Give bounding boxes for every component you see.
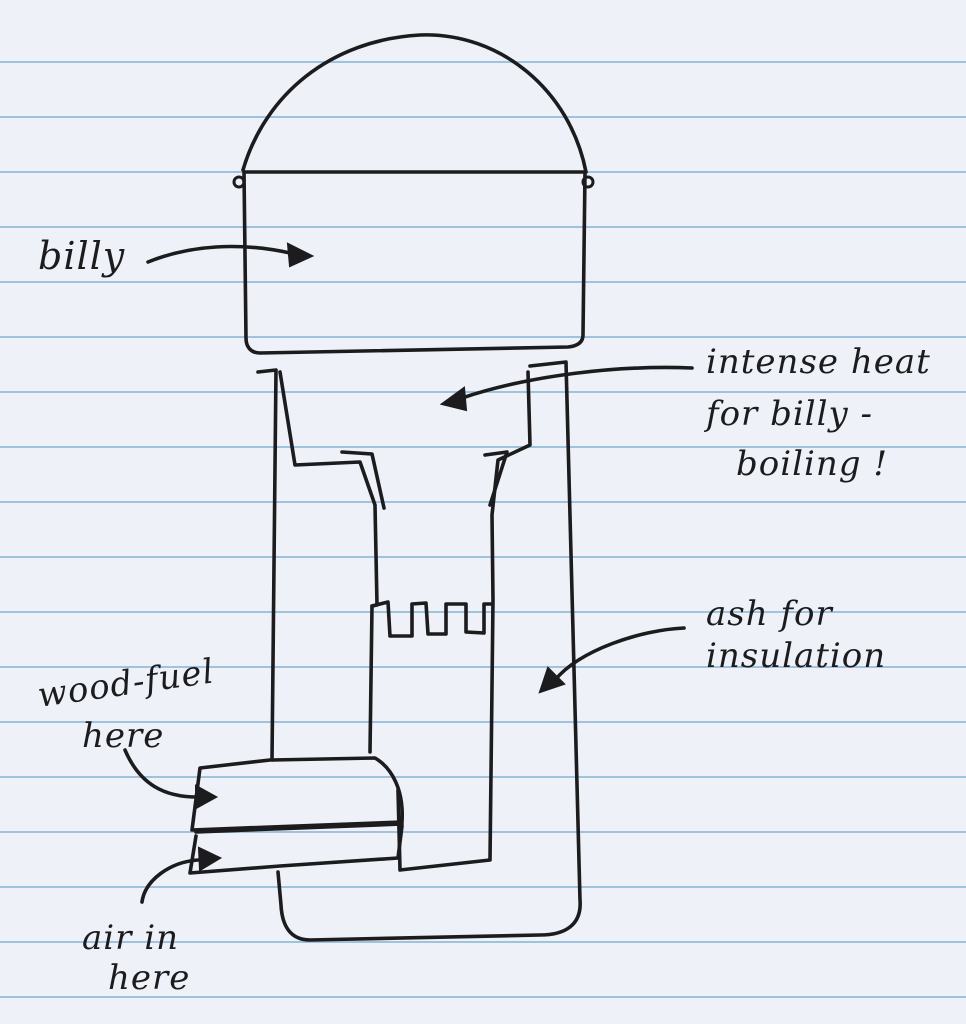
label-billy: billy [38, 234, 126, 278]
billy-handle-rivet-right [581, 175, 595, 189]
billy-handle-rivet-left [232, 175, 246, 189]
fuel-divider [194, 822, 404, 834]
label-air-line-1: air in [82, 918, 179, 958]
billy-body [242, 170, 587, 355]
arrow-heat-head [439, 386, 468, 412]
billy-pot [232, 33, 595, 355]
arrow-wood-head [195, 784, 219, 810]
arrow-billy-head [286, 242, 315, 268]
arrow-billy [146, 244, 292, 264]
arrow-air-head [197, 846, 223, 872]
label-ash-line-1: ash for [706, 594, 833, 634]
air-inlet [188, 824, 404, 875]
arrow-air [140, 858, 200, 904]
crenellation [370, 600, 494, 638]
label-wood-fuel-line-2: here [82, 716, 165, 756]
chimney-lip-right [483, 450, 509, 507]
stove-outer-shell [256, 360, 582, 942]
label-intense-heat-line-1: intense heat [706, 342, 931, 382]
chimney-inner-left [278, 370, 379, 754]
arrow-ash-head [538, 666, 566, 694]
billy-handle [241, 33, 588, 174]
arrow-ash [553, 626, 686, 682]
arrow-wood [123, 748, 199, 799]
arrow-heat [460, 365, 694, 400]
label-intense-heat-line-3: boiling ! [736, 444, 888, 484]
label-ash-line-2: insulation [706, 636, 887, 676]
fuel-magazine [190, 756, 404, 832]
chimney-inner-right [396, 370, 532, 872]
label-intense-heat-line-2: for billy - [706, 394, 874, 434]
chimney-lip-left [340, 450, 386, 510]
label-air-line-2: here [108, 958, 191, 998]
